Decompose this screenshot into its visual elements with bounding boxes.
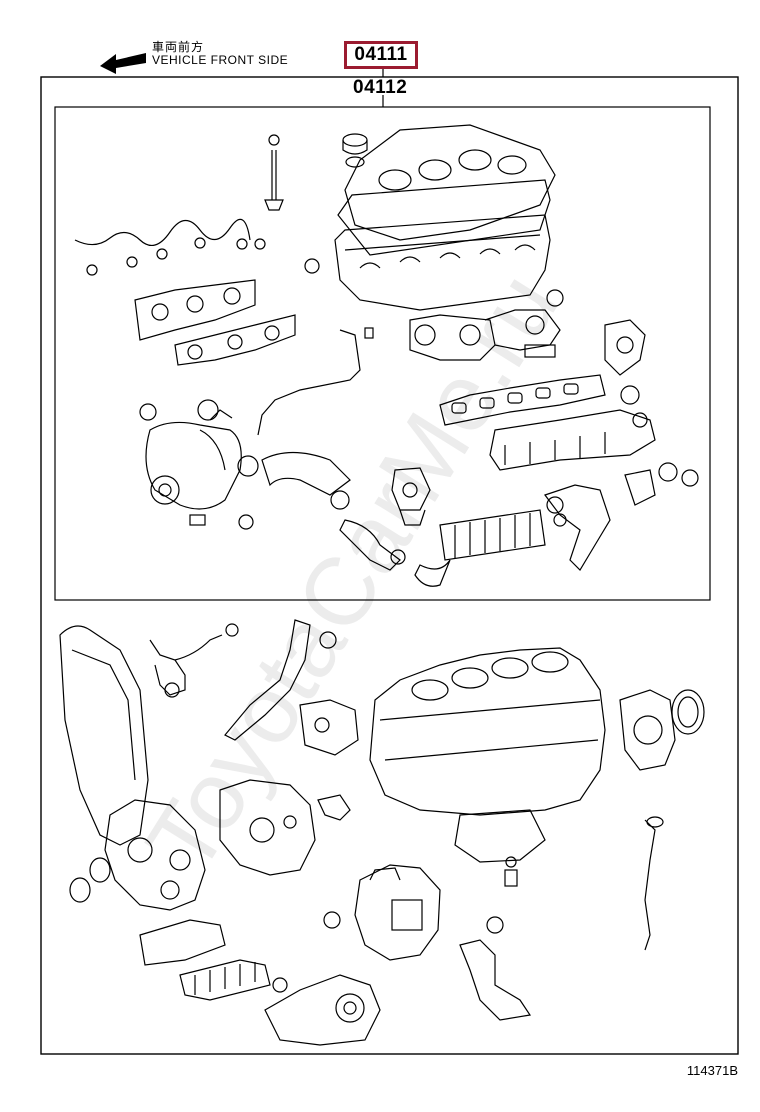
timing-cover-plate xyxy=(219,779,351,876)
direction-label-jp: 車両前方 xyxy=(152,40,205,54)
water-pipe xyxy=(224,619,359,756)
oil-strainer xyxy=(459,856,532,1021)
callout-primary-text: 04111 xyxy=(354,44,408,65)
oil-pipe xyxy=(257,327,374,436)
cylinder-head xyxy=(334,214,551,311)
intake-hose xyxy=(261,451,401,571)
rear-oil-seal-retainer xyxy=(619,689,705,771)
cylinder-head-cover-gasket xyxy=(337,124,556,256)
water-pump xyxy=(264,974,381,1046)
intake-manifold xyxy=(489,409,656,471)
valve-stem xyxy=(264,134,284,211)
timing-gear-case xyxy=(69,799,206,911)
exhaust-manifold-gasket xyxy=(134,279,296,366)
intake-manifold-gasket xyxy=(439,374,606,426)
egr-cooler xyxy=(390,509,546,587)
egr-pipe-right xyxy=(604,319,646,405)
oil-dipstick xyxy=(644,816,664,951)
diagram-id: 114371B xyxy=(686,1063,738,1078)
direction-label-en: VEHICLE FRONT SIDE xyxy=(152,53,289,67)
oil-filler-cap xyxy=(342,133,368,168)
oil-pressure-switch xyxy=(149,623,239,698)
injection-pump xyxy=(323,864,441,961)
egr-bracket xyxy=(544,462,699,571)
timing-belt-cover xyxy=(59,625,149,846)
arrow-left-icon xyxy=(100,53,146,74)
oil-pan xyxy=(454,809,546,863)
thermostat-housing xyxy=(391,467,431,526)
upper-section-frame xyxy=(54,106,711,601)
egr-valve-assembly xyxy=(409,289,564,361)
cylinder-block xyxy=(369,647,606,816)
turbocharger xyxy=(139,399,259,530)
outer-frame xyxy=(40,76,739,1055)
callout-part-number-04112[interactable]: 04112 xyxy=(353,77,408,98)
callout-part-number-04111[interactable]: 04111 xyxy=(344,41,418,69)
injector-seal-chain xyxy=(74,218,320,276)
oil-cooler xyxy=(139,919,288,1001)
